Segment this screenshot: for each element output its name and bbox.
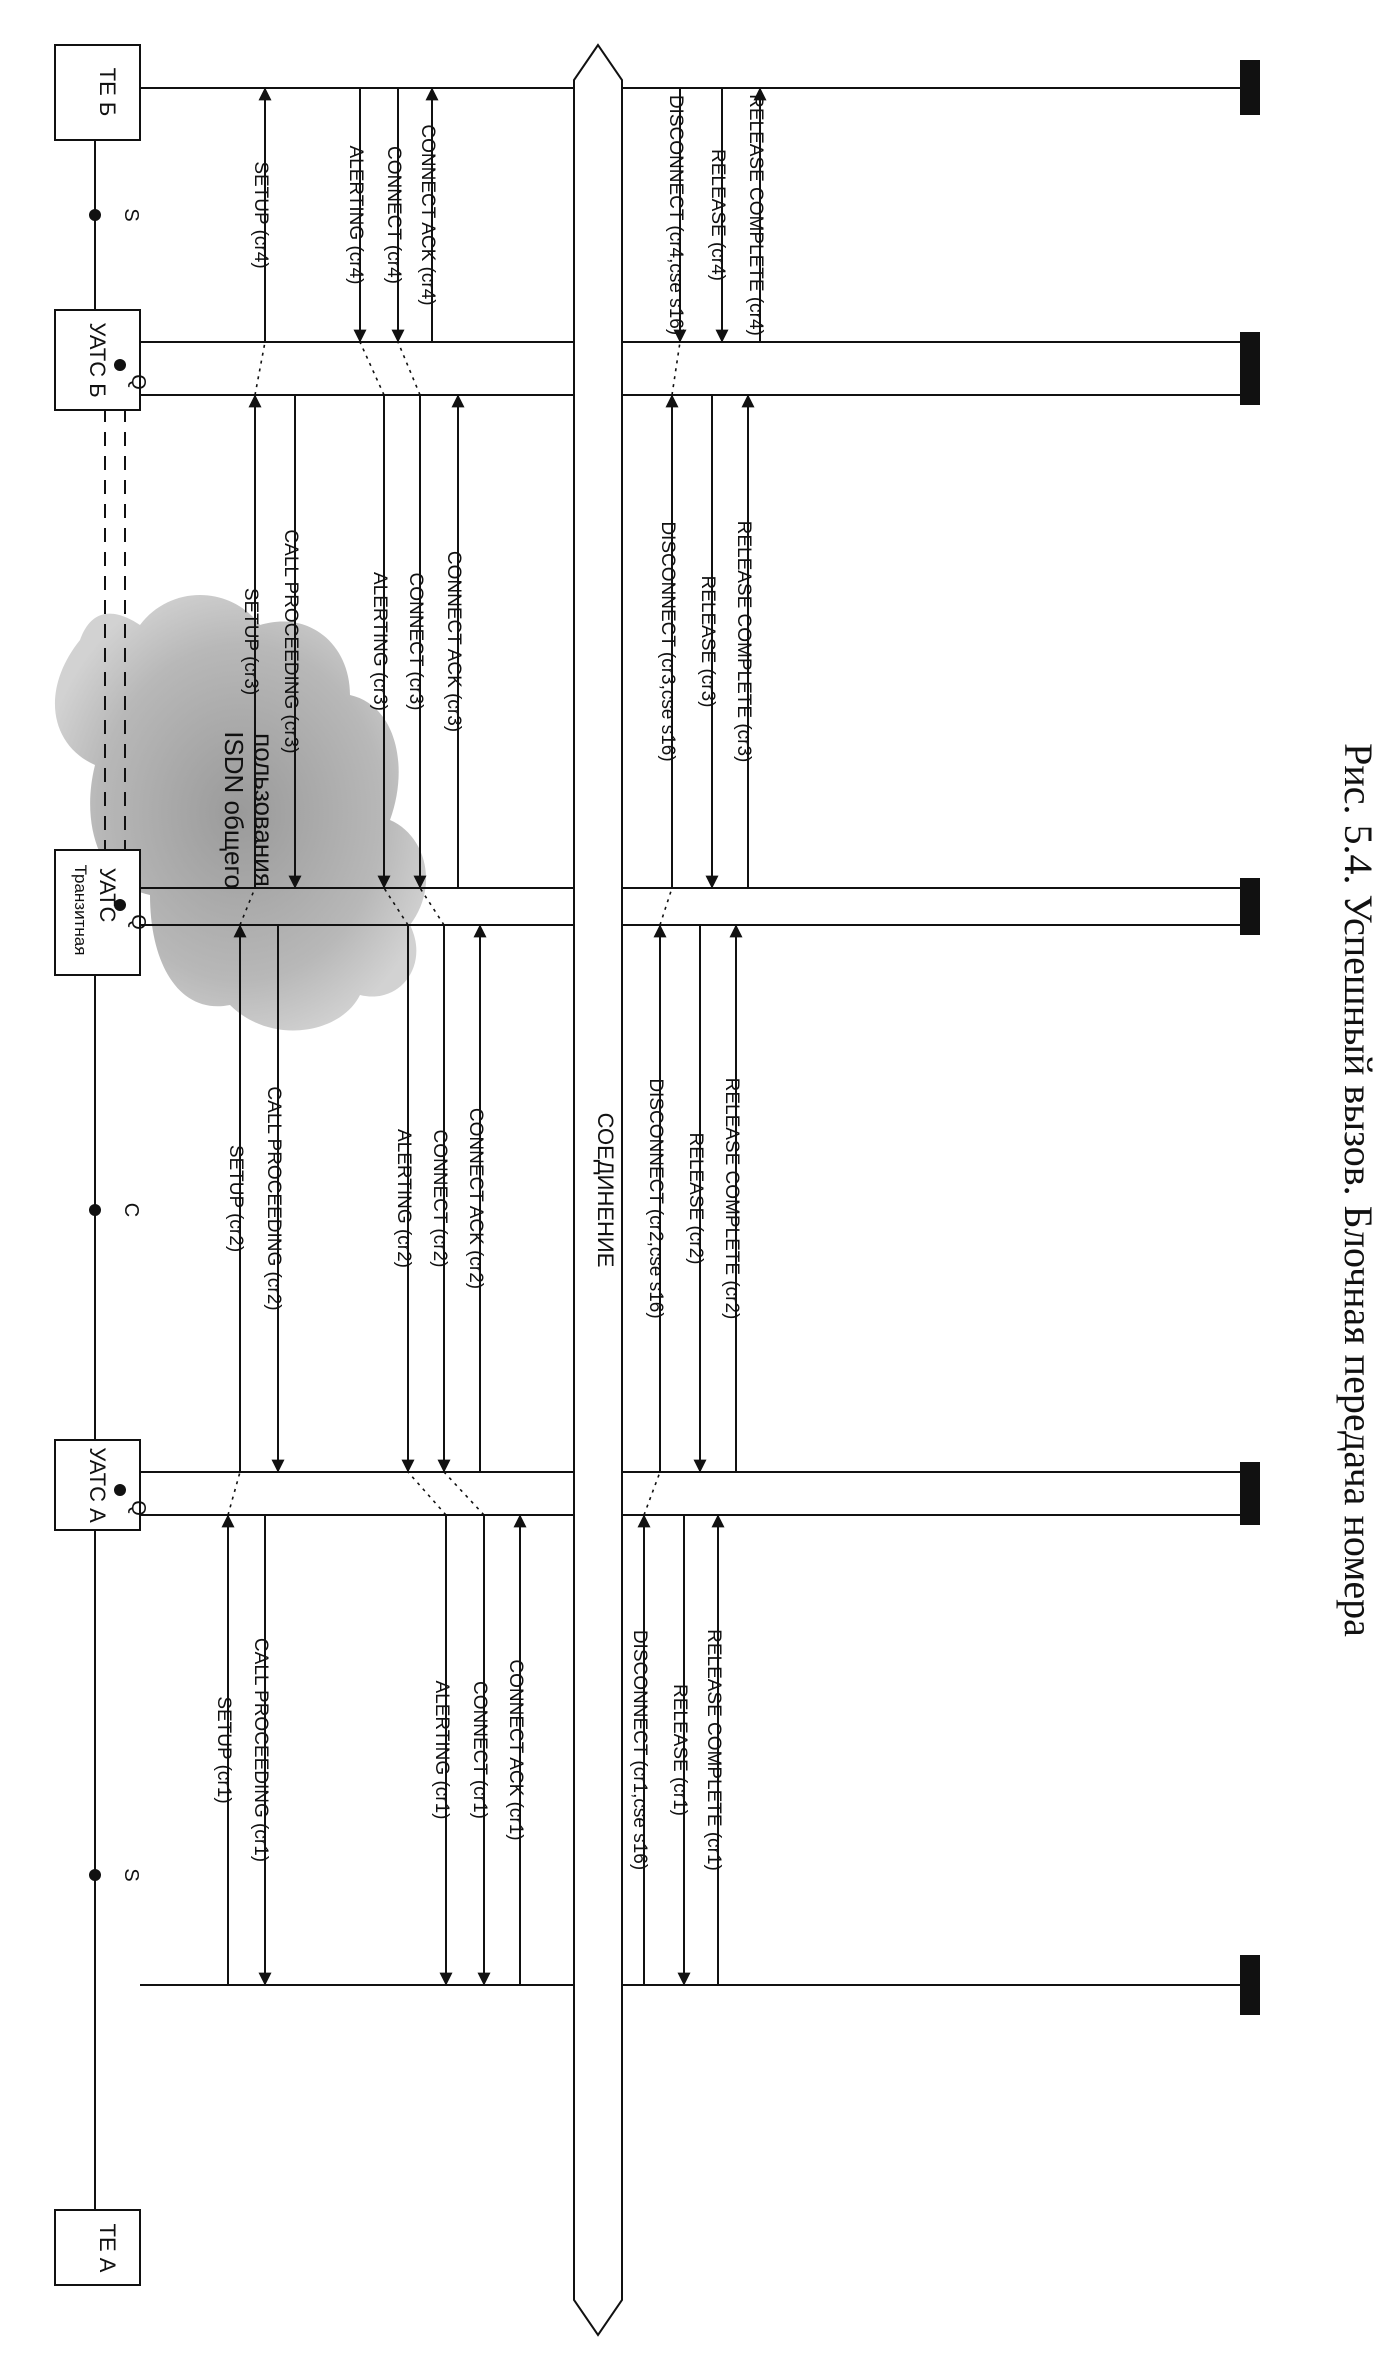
label-q-transit: Q bbox=[127, 914, 149, 930]
label-q-uats-b: Q bbox=[127, 374, 149, 390]
message-label: RELEASE (cr3) bbox=[697, 576, 718, 708]
point-q-uats-b bbox=[114, 359, 126, 371]
label-te-b: ТЕ Б bbox=[95, 68, 120, 117]
dotted-links bbox=[227, 341, 681, 1516]
box-te-b bbox=[54, 44, 141, 141]
message-label: SETUP (cr4) bbox=[250, 161, 271, 268]
message-label: CONNECT ACK (cr1) bbox=[505, 1659, 526, 1840]
point-s-a bbox=[89, 1869, 101, 1881]
point-c bbox=[89, 1204, 101, 1216]
cloud-line-1: ISDN общего bbox=[219, 731, 249, 889]
box-transit bbox=[54, 849, 141, 976]
label-te-a: ТЕ А bbox=[95, 2224, 120, 2273]
message-label: CALL PROCEEDING (cr2) bbox=[263, 1086, 284, 1310]
message-label: DISCONNECT (cr4,cse s16) bbox=[665, 95, 686, 335]
message-label: SETUP (cr1) bbox=[213, 1696, 234, 1803]
message-label: CALL PROCEEDING (cr3) bbox=[280, 529, 301, 753]
label-uats-a: УАТС А bbox=[85, 1447, 110, 1523]
isdn-cloud bbox=[54, 595, 427, 1031]
point-q-transit bbox=[114, 899, 126, 911]
trunk-dashed-lines bbox=[104, 408, 126, 850]
message-label: ALERTING (cr1) bbox=[431, 1680, 452, 1819]
message-label: RELEASE (cr1) bbox=[669, 1684, 690, 1816]
box-uats-b bbox=[54, 309, 141, 411]
label-q-uats-a: Q bbox=[127, 1500, 149, 1516]
message-label: CONNECT (cr4) bbox=[383, 146, 404, 284]
label-transit: Транзитная bbox=[71, 865, 90, 956]
message-label: CONNECT (cr1) bbox=[469, 1681, 490, 1819]
message-label: RELEASE (cr4) bbox=[707, 149, 728, 281]
cloud-line-2: пользования bbox=[249, 733, 279, 887]
label-c: C bbox=[120, 1203, 142, 1217]
terminators bbox=[1240, 60, 1260, 2015]
label-s-a: S bbox=[120, 1868, 142, 1881]
message-label: CALL PROCEEDING (cr1) bbox=[250, 1638, 271, 1862]
message-label: RELEASE COMPLETE (cr4) bbox=[745, 94, 766, 336]
message-label: RELEASE COMPLETE (cr2) bbox=[721, 1078, 742, 1320]
message-arrows bbox=[221, 87, 767, 1986]
message-label: CONNECT (cr3) bbox=[405, 573, 426, 711]
message-label: SETUP (cr3) bbox=[240, 588, 261, 695]
figure-caption: Рис. 5.4. Успешный вызов. Блочная переда… bbox=[1336, 743, 1381, 1637]
message-label: ALERTING (cr4) bbox=[345, 145, 366, 284]
message-label: CONNECT ACK (cr4) bbox=[417, 124, 438, 305]
label-s-b: S bbox=[120, 208, 142, 221]
point-q-uats-a bbox=[114, 1484, 126, 1496]
connection-label: СОЕДИНЕНИЕ bbox=[593, 1113, 618, 1268]
point-s-b bbox=[89, 209, 101, 221]
message-label: DISCONNECT (cr1,cse s16) bbox=[629, 1630, 650, 1870]
message-label: RELEASE COMPLETE (cr3) bbox=[733, 521, 754, 763]
message-label: DISCONNECT (cr3,cse s16) bbox=[657, 521, 678, 761]
message-label: DISCONNECT (cr2,cse s16) bbox=[645, 1078, 666, 1318]
message-label: ALERTING (cr3) bbox=[369, 572, 390, 711]
message-label: RELEASE COMPLETE (cr1) bbox=[703, 1629, 724, 1871]
label-transit-uats: УАТС bbox=[95, 868, 120, 923]
connection-bar bbox=[573, 43, 623, 2337]
message-label: CONNECT ACK (cr3) bbox=[443, 551, 464, 732]
message-label: SETUP (cr2) bbox=[225, 1145, 246, 1252]
message-label: RELEASE (cr2) bbox=[685, 1133, 706, 1265]
box-te-a bbox=[54, 2209, 141, 2286]
message-label: CONNECT (cr2) bbox=[429, 1130, 450, 1268]
message-label: CONNECT ACK (cr2) bbox=[465, 1108, 486, 1289]
label-uats-b: УАТС Б bbox=[85, 322, 110, 397]
message-label: ALERTING (cr2) bbox=[393, 1129, 414, 1268]
box-uats-a bbox=[54, 1439, 141, 1531]
